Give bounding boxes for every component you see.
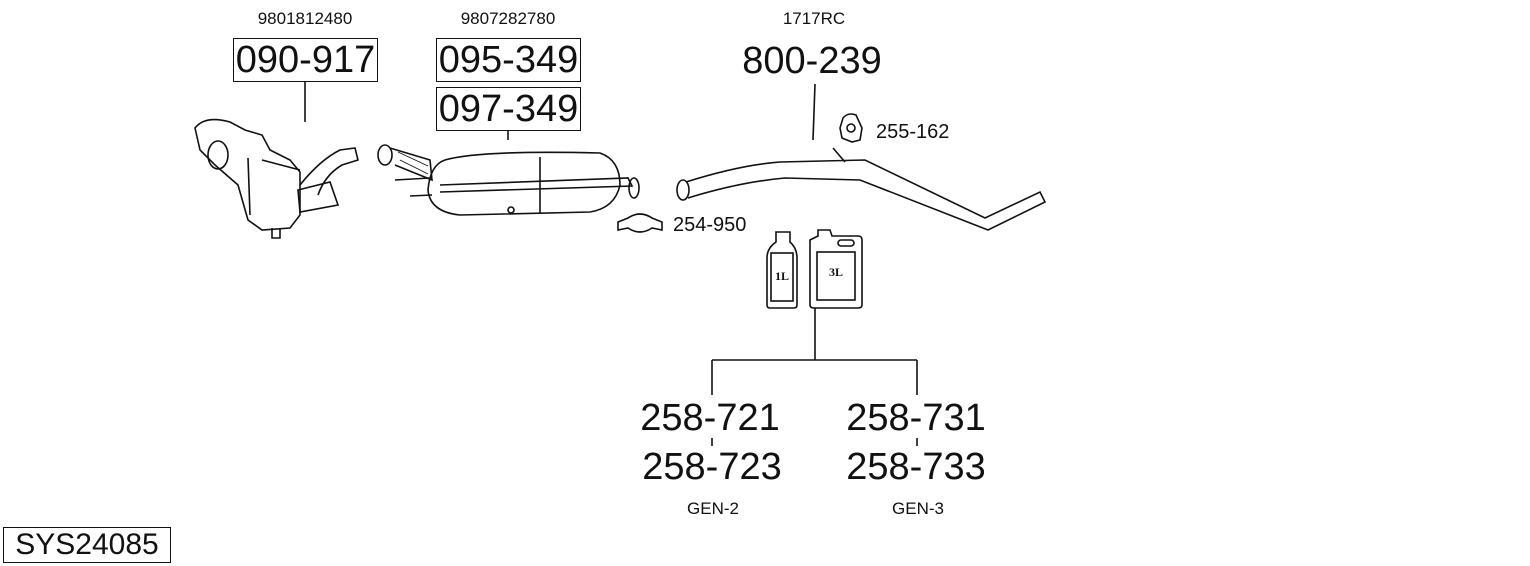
- paste-bottle-1l: 1L: [766, 231, 798, 309]
- part-number-box[interactable]: 097-349: [436, 87, 581, 131]
- clamp-part-number[interactable]: 254-950: [673, 214, 747, 236]
- part-number[interactable]: 800-239: [742, 40, 882, 82]
- part-number-box[interactable]: 090-917: [233, 38, 378, 82]
- bottle-1l-label: 1L: [775, 269, 789, 283]
- catalytic-converter-part[interactable]: [194, 118, 359, 239]
- paste-generation-label: GEN-3: [892, 499, 944, 518]
- hanger-part-number[interactable]: 255-162: [876, 121, 950, 143]
- paste-canister-3l: 3L: [809, 229, 863, 309]
- paste-part-number[interactable]: 258-721: [640, 397, 780, 439]
- paste-part-number[interactable]: 258-733: [846, 446, 986, 488]
- oem-number: 9801812480: [257, 9, 353, 28]
- paste-part-number[interactable]: 258-731: [846, 397, 986, 439]
- oem-number: 9807282780: [460, 9, 556, 28]
- system-id-box: SYS24085: [3, 527, 171, 563]
- paste-generation-label: GEN-2: [687, 499, 739, 518]
- particulate-filter-part[interactable]: [377, 144, 640, 216]
- canister-3l-label: 3L: [829, 265, 843, 279]
- paste-part-number[interactable]: 258-723: [642, 446, 782, 488]
- leader-lines: [304, 82, 918, 446]
- oem-number: 1717RC: [782, 9, 846, 28]
- front-pipe-part[interactable]: [676, 147, 1047, 231]
- clamp-part[interactable]: [617, 213, 663, 233]
- part-number-box[interactable]: 095-349: [436, 38, 581, 82]
- rubber-hanger-part[interactable]: [839, 113, 863, 143]
